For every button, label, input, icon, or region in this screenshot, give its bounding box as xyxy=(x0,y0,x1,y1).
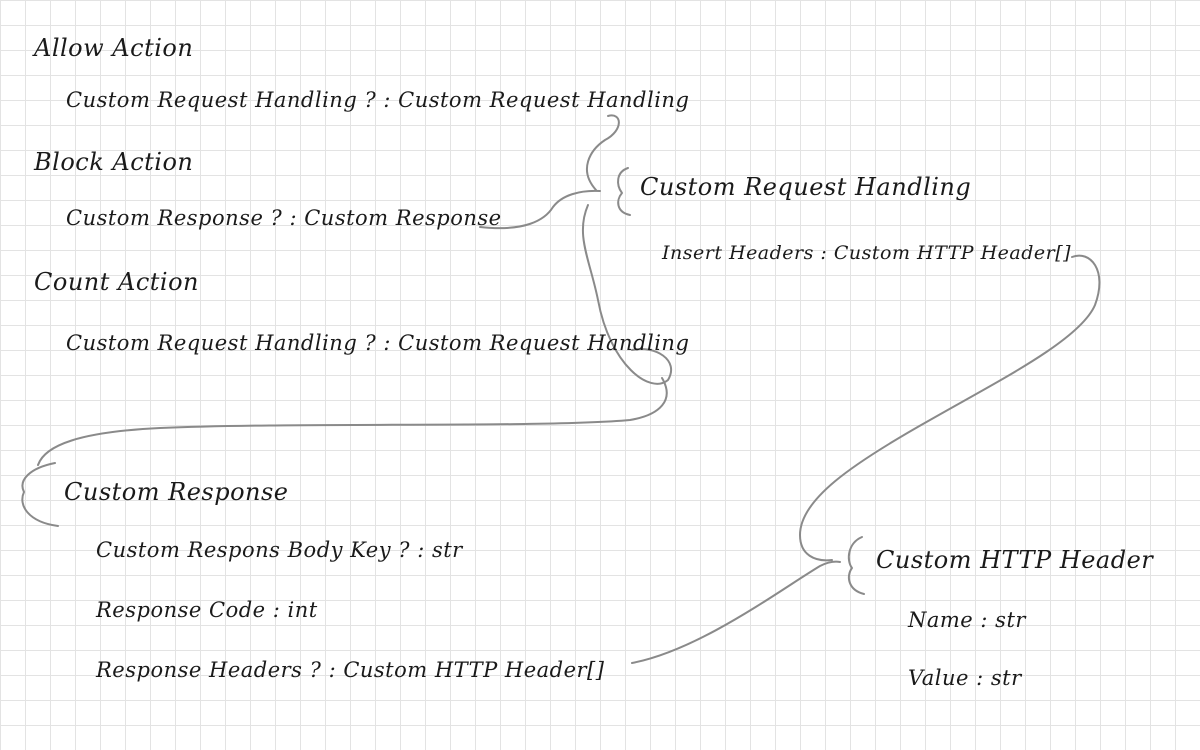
custom-response-field: Response Code : int xyxy=(96,598,318,622)
custom-http-header-field: Name : str xyxy=(908,608,1026,632)
allow-action-field: Custom Request Handling ? : Custom Reque… xyxy=(66,88,690,112)
brace-custom-http-header xyxy=(847,536,865,595)
custom-response-field: Custom Respons Body Key ? : str xyxy=(96,538,463,562)
connector-to-custom-response xyxy=(37,377,668,466)
custom-request-handling-title: Custom Request Handling xyxy=(640,173,972,201)
connector-allow-to-crh xyxy=(586,114,620,191)
block-action-title: Block Action xyxy=(34,148,194,176)
brace-custom-request-handling xyxy=(617,167,631,216)
count-action-title: Count Action xyxy=(34,268,199,296)
block-action-field: Custom Response ? : Custom Response xyxy=(66,206,502,230)
count-action-field: Custom Request Handling ? : Custom Reque… xyxy=(66,331,690,355)
custom-response-title: Custom Response xyxy=(64,478,289,506)
connector-count-to-crh xyxy=(581,204,672,385)
allow-action-title: Allow Action xyxy=(34,34,194,62)
custom-request-handling-field: Insert Headers : Custom HTTP Header[] xyxy=(662,242,1072,264)
brace-custom-response xyxy=(21,462,59,527)
connector-block-to-cr xyxy=(479,189,601,230)
custom-http-header-field: Value : str xyxy=(908,666,1022,690)
custom-http-header-title: Custom HTTP Header xyxy=(876,546,1154,574)
connector-insert-headers-to-http-header xyxy=(799,254,1101,562)
connector-response-headers-to-http-header xyxy=(631,560,841,664)
custom-response-field: Response Headers ? : Custom HTTP Header[… xyxy=(96,658,605,682)
